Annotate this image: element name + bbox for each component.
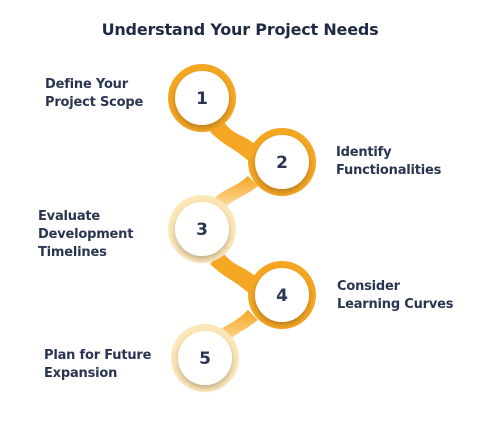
step-3: 3: [168, 195, 236, 263]
step-1-circle: [175, 71, 229, 125]
step-5: 5: [171, 324, 239, 392]
step-3-label: Evaluate Development Timelines: [38, 209, 134, 260]
step-1-number: 1: [196, 89, 208, 109]
step-2: 2: [248, 128, 316, 196]
step-1-label: Define Your Project Scope: [45, 77, 144, 110]
step-4: 4: [248, 261, 316, 329]
step-2-circle: [255, 135, 309, 189]
connector-3-4: [210, 252, 262, 294]
diagram-title: Understand Your Project Needs: [101, 20, 379, 39]
step-5-circle: [178, 331, 232, 385]
step-5-number: 5: [199, 349, 211, 369]
step-3-circle: [175, 202, 229, 256]
connector-1-2: [210, 120, 262, 162]
step-4-label: Consider Learning Curves: [337, 279, 454, 312]
step-2-label: Identify Functionalities: [336, 145, 442, 178]
step-5-label: Plan for Future Expansion: [44, 348, 152, 381]
step-4-circle: [255, 268, 309, 322]
step-1: 1: [168, 64, 236, 132]
step-4-number: 4: [276, 286, 288, 306]
step-2-number: 2: [276, 153, 288, 173]
step-3-number: 3: [196, 220, 208, 240]
